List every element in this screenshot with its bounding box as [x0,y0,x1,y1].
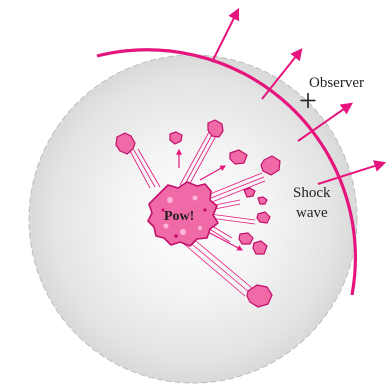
fragment [115,132,136,155]
halo-dashed-edge [28,54,358,384]
debris-fragments [115,119,281,308]
fragment [169,131,183,145]
shock-label-line1: Shock [293,185,331,201]
observer-marker [300,93,316,108]
fragment [257,196,268,205]
wave-arrow [211,7,240,63]
fragment [243,187,256,198]
fragment [229,149,248,165]
fragment [207,119,224,138]
explosion-blob [147,181,219,247]
wave-arrow [317,160,386,185]
wave-arrow [261,48,303,100]
fragment-arrows [176,148,244,251]
outward-arrows [211,7,386,185]
fragment [252,240,268,255]
fragment [260,155,281,176]
shock-wave-front [96,48,357,296]
fragment [246,284,273,308]
fragment [238,232,254,245]
fragment [256,211,271,224]
observer-label: Observer [309,75,364,91]
wave-arrow [297,102,353,142]
shock-label-line2: wave [296,205,328,221]
pow-label: Pow! [164,209,194,224]
explosion-center: Pow! [147,181,219,247]
